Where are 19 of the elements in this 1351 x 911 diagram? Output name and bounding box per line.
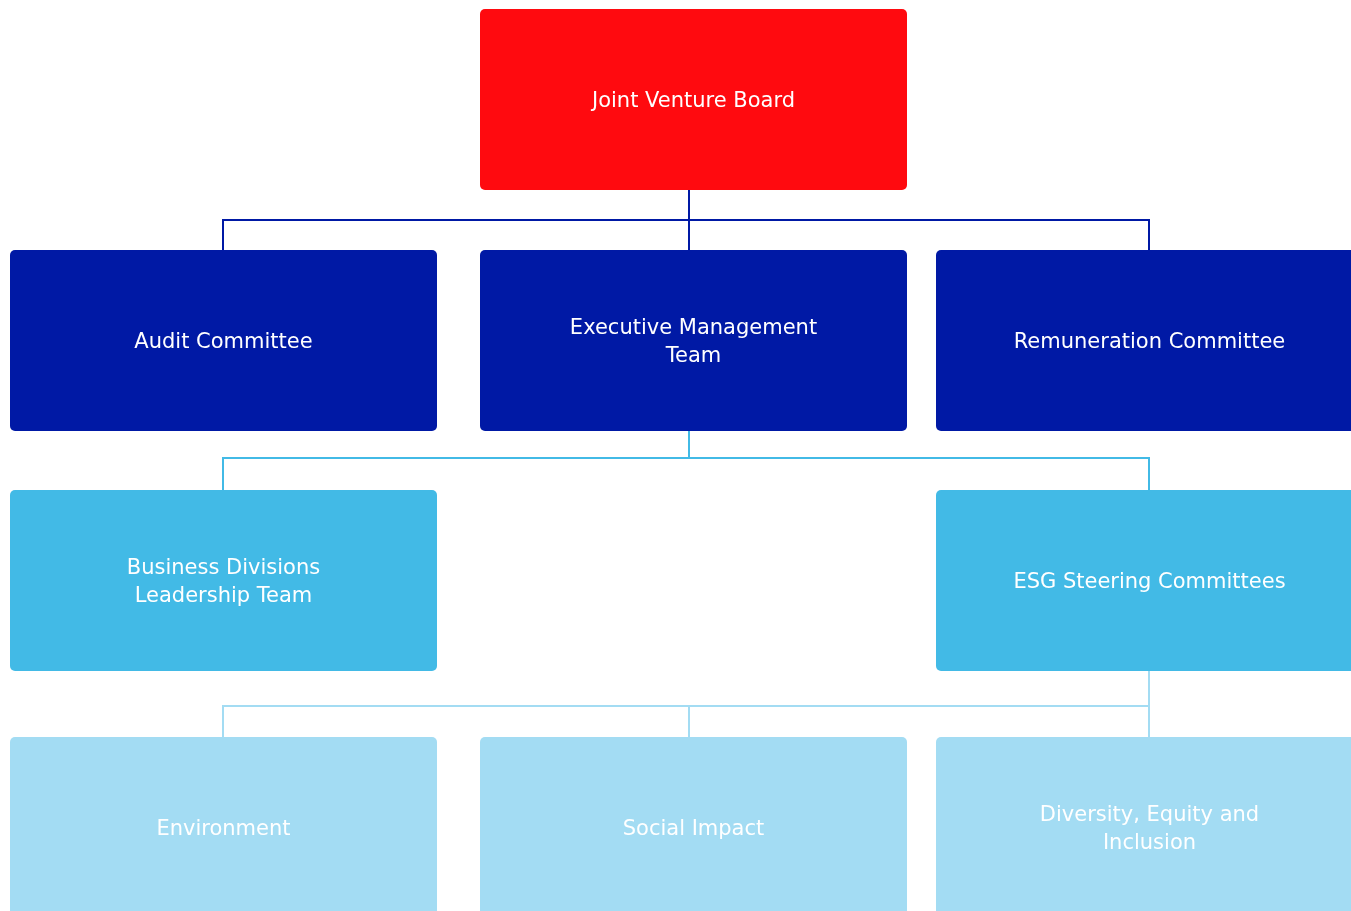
unit-name: Business Divisions Leadership Team xyxy=(125,553,322,609)
org-unit-box xyxy=(480,9,907,190)
org-unit-box xyxy=(10,490,437,671)
unit-name: Audit Committee xyxy=(134,327,313,355)
org-unit-box xyxy=(480,737,907,911)
unit-name: Environment xyxy=(156,814,291,842)
org-unit-box xyxy=(10,250,437,431)
unit-name: ESG Steering Committees xyxy=(1013,567,1286,595)
org-unit-box xyxy=(936,250,1351,431)
org-unit-box xyxy=(936,490,1351,671)
unit-name: Executive Management Team xyxy=(568,313,819,369)
unit-name: Remuneration Committee xyxy=(1013,327,1286,355)
org-unit-box xyxy=(936,737,1351,911)
unit-name: Social Impact xyxy=(622,814,765,842)
unit-name: Diversity, Equity and Inclusion xyxy=(1038,800,1261,856)
org-unit-box xyxy=(10,737,437,911)
org-unit-box xyxy=(480,250,907,431)
connector-line xyxy=(1148,670,1150,738)
unit-name: Joint Venture Board xyxy=(591,86,796,114)
